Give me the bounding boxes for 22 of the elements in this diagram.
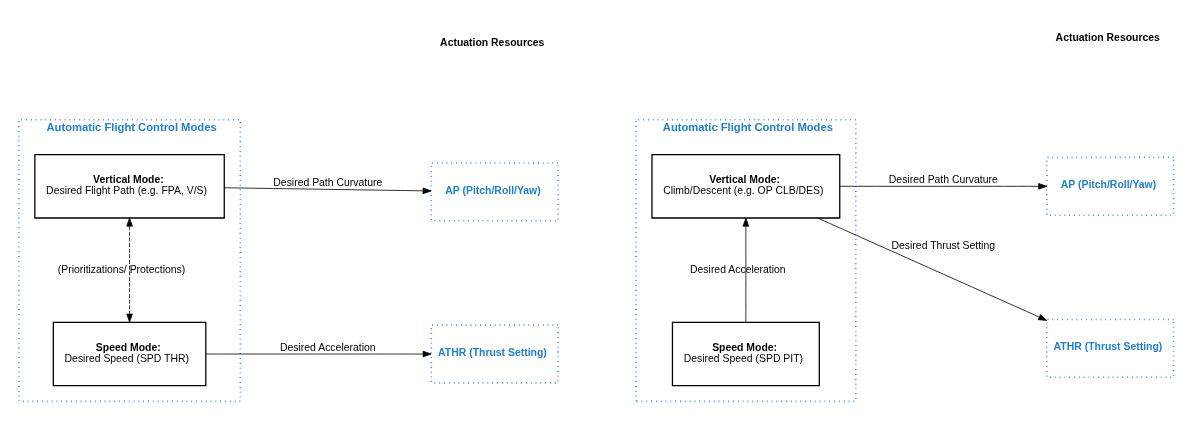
node-box: AP (Pitch/Roll/Yaw) [1046,156,1175,216]
arrow [205,350,432,357]
node-box: Vertical Mode: Climb/Descent (e.g. OP CLB/DES) [651,153,841,219]
node-box: Speed Mode: Desired Speed (SPD THR) [52,321,207,386]
node-box: Speed Mode: Desired Speed (SPD PIT) [671,321,820,386]
edge-label: Desired Acceleration [279,341,376,353]
arrow [839,182,1048,189]
node-box: ATHR (Thrust Setting) [1046,318,1175,378]
arrow [224,186,432,194]
label: Actuation Resources [1055,31,1160,43]
arrow [742,217,750,322]
arrow [817,217,1048,321]
edge-label: Desired Path Curvature [273,176,383,188]
edge-label: (Prioritizations/ Protections) [57,263,186,275]
label: Actuation Resources [440,36,545,48]
node-box: ATHR (Thrust Setting) [430,323,559,384]
edge-label: Desired Path Curvature [888,173,998,185]
arrow [126,217,133,322]
node-box: Vertical Mode: Desired Flight Path (e.g. FPA, V/S) [34,153,225,219]
edge-label: Desired Acceleration [690,263,786,275]
edge-label: Desired Thrust Setting [891,239,996,251]
node-box: AP (Pitch/Roll/Yaw) [430,161,559,222]
